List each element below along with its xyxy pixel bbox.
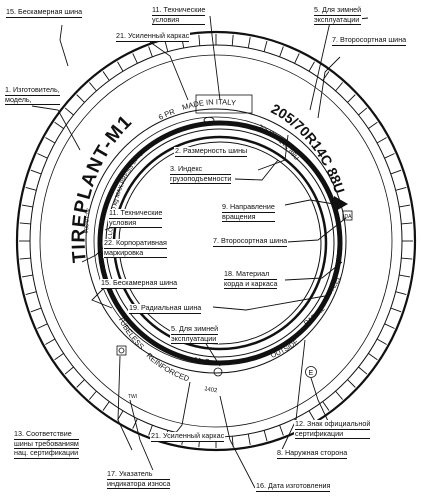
tread-groove xyxy=(263,40,268,52)
tread-groove xyxy=(45,137,56,144)
tread-groove xyxy=(64,366,74,375)
tread-groove xyxy=(247,37,251,49)
date-code-text: 1402 xyxy=(203,386,218,394)
winter-text: M+S xyxy=(193,355,210,366)
tread-groove xyxy=(132,53,138,64)
tread-groove xyxy=(64,107,74,116)
tread-groove xyxy=(198,34,201,46)
tread-groove xyxy=(76,379,85,388)
standard-text: 40-10-304 xyxy=(82,208,90,233)
tread-groove xyxy=(102,401,110,411)
tread-groove xyxy=(231,34,234,46)
tread-groove xyxy=(399,204,411,208)
label-7-second-grade: 7. Второсортная шина xyxy=(212,236,289,247)
tread-groove xyxy=(358,107,368,116)
tread-groove xyxy=(89,82,97,92)
tread-groove xyxy=(54,121,64,129)
tread-groove xyxy=(102,71,110,81)
rotation-arrow-icon xyxy=(334,196,348,212)
tread-groove xyxy=(76,94,85,103)
tread-groove xyxy=(279,46,284,57)
tread-groove xyxy=(399,274,411,278)
tread-groove xyxy=(148,425,153,436)
winter-indicator-icon xyxy=(213,367,223,377)
tread-groove xyxy=(308,410,315,421)
label-16-manufacture-date: 16. Дата изготовления xyxy=(255,481,332,492)
tread-groove xyxy=(390,169,402,175)
tread-groove xyxy=(384,153,395,159)
certification-mark-icon: E xyxy=(305,366,317,378)
tread-groove xyxy=(395,186,407,191)
tread-groove xyxy=(54,353,64,361)
tread-groove xyxy=(395,291,407,296)
made-in-box xyxy=(195,94,253,114)
tread-indicator-icon xyxy=(203,117,215,124)
tread-groove xyxy=(37,323,48,329)
tread-groove xyxy=(384,323,395,329)
label-19-radial: 19. Радиальная шина xyxy=(128,303,203,314)
tread-groove xyxy=(401,222,413,225)
tread-groove xyxy=(401,257,413,260)
tread-groove xyxy=(117,61,124,72)
tread-groove xyxy=(368,353,378,361)
tread-groove xyxy=(37,153,48,159)
label-2-tire-size: 2. Размерность шины xyxy=(174,146,249,157)
label-20-ply-rating: 21. Усиленный каркас xyxy=(115,31,191,42)
tread-groove xyxy=(390,307,402,313)
tread-groove xyxy=(25,291,37,296)
tread-groove xyxy=(335,390,343,400)
tread-groove xyxy=(335,82,343,92)
label-14-max-load-pressure: 15. Бескамерная шина xyxy=(5,7,84,18)
svg-text:E: E xyxy=(309,370,314,377)
tread-groove xyxy=(247,433,251,445)
label-15-tubeless: 15. Бескамерная шина xyxy=(100,278,179,289)
tread-groove xyxy=(25,186,37,191)
second-grade-icon: DA xyxy=(342,210,353,221)
svg-text:DA: DA xyxy=(345,214,353,220)
tread-groove xyxy=(279,425,284,436)
tread-groove xyxy=(294,53,300,64)
tread-groove xyxy=(21,204,33,208)
tread-groove xyxy=(368,121,378,129)
tread-groove xyxy=(30,169,42,175)
tread-groove xyxy=(19,222,31,225)
label-8-outer-side: 8. Наружная сторона xyxy=(276,448,349,459)
tread-groove xyxy=(358,366,368,375)
tread-groove xyxy=(45,338,56,345)
tread-groove xyxy=(89,390,97,400)
tread-groove xyxy=(347,94,356,103)
tread-groove xyxy=(148,46,153,57)
tread-groove xyxy=(376,338,387,345)
label-21-reinforced-carcass: 21. Усиленный каркас xyxy=(150,431,226,442)
label-6-light-trucks: 7. Второсортная шина xyxy=(331,35,408,46)
tread-groove xyxy=(30,307,42,313)
tread-groove xyxy=(308,61,315,72)
tread-groove xyxy=(322,401,330,411)
national-cert-mark-icon xyxy=(116,345,127,356)
tread-groove xyxy=(376,137,387,144)
tread-groove xyxy=(263,430,268,442)
tread-groove xyxy=(19,257,31,260)
tread-groove xyxy=(164,40,169,52)
tread-groove xyxy=(21,274,33,278)
tread-groove xyxy=(132,418,138,429)
twi-text: TWI xyxy=(128,394,137,400)
label-1-manufacturer-model: 1. Изготовитель,модель, xyxy=(4,85,61,106)
tread-groove xyxy=(347,379,356,388)
